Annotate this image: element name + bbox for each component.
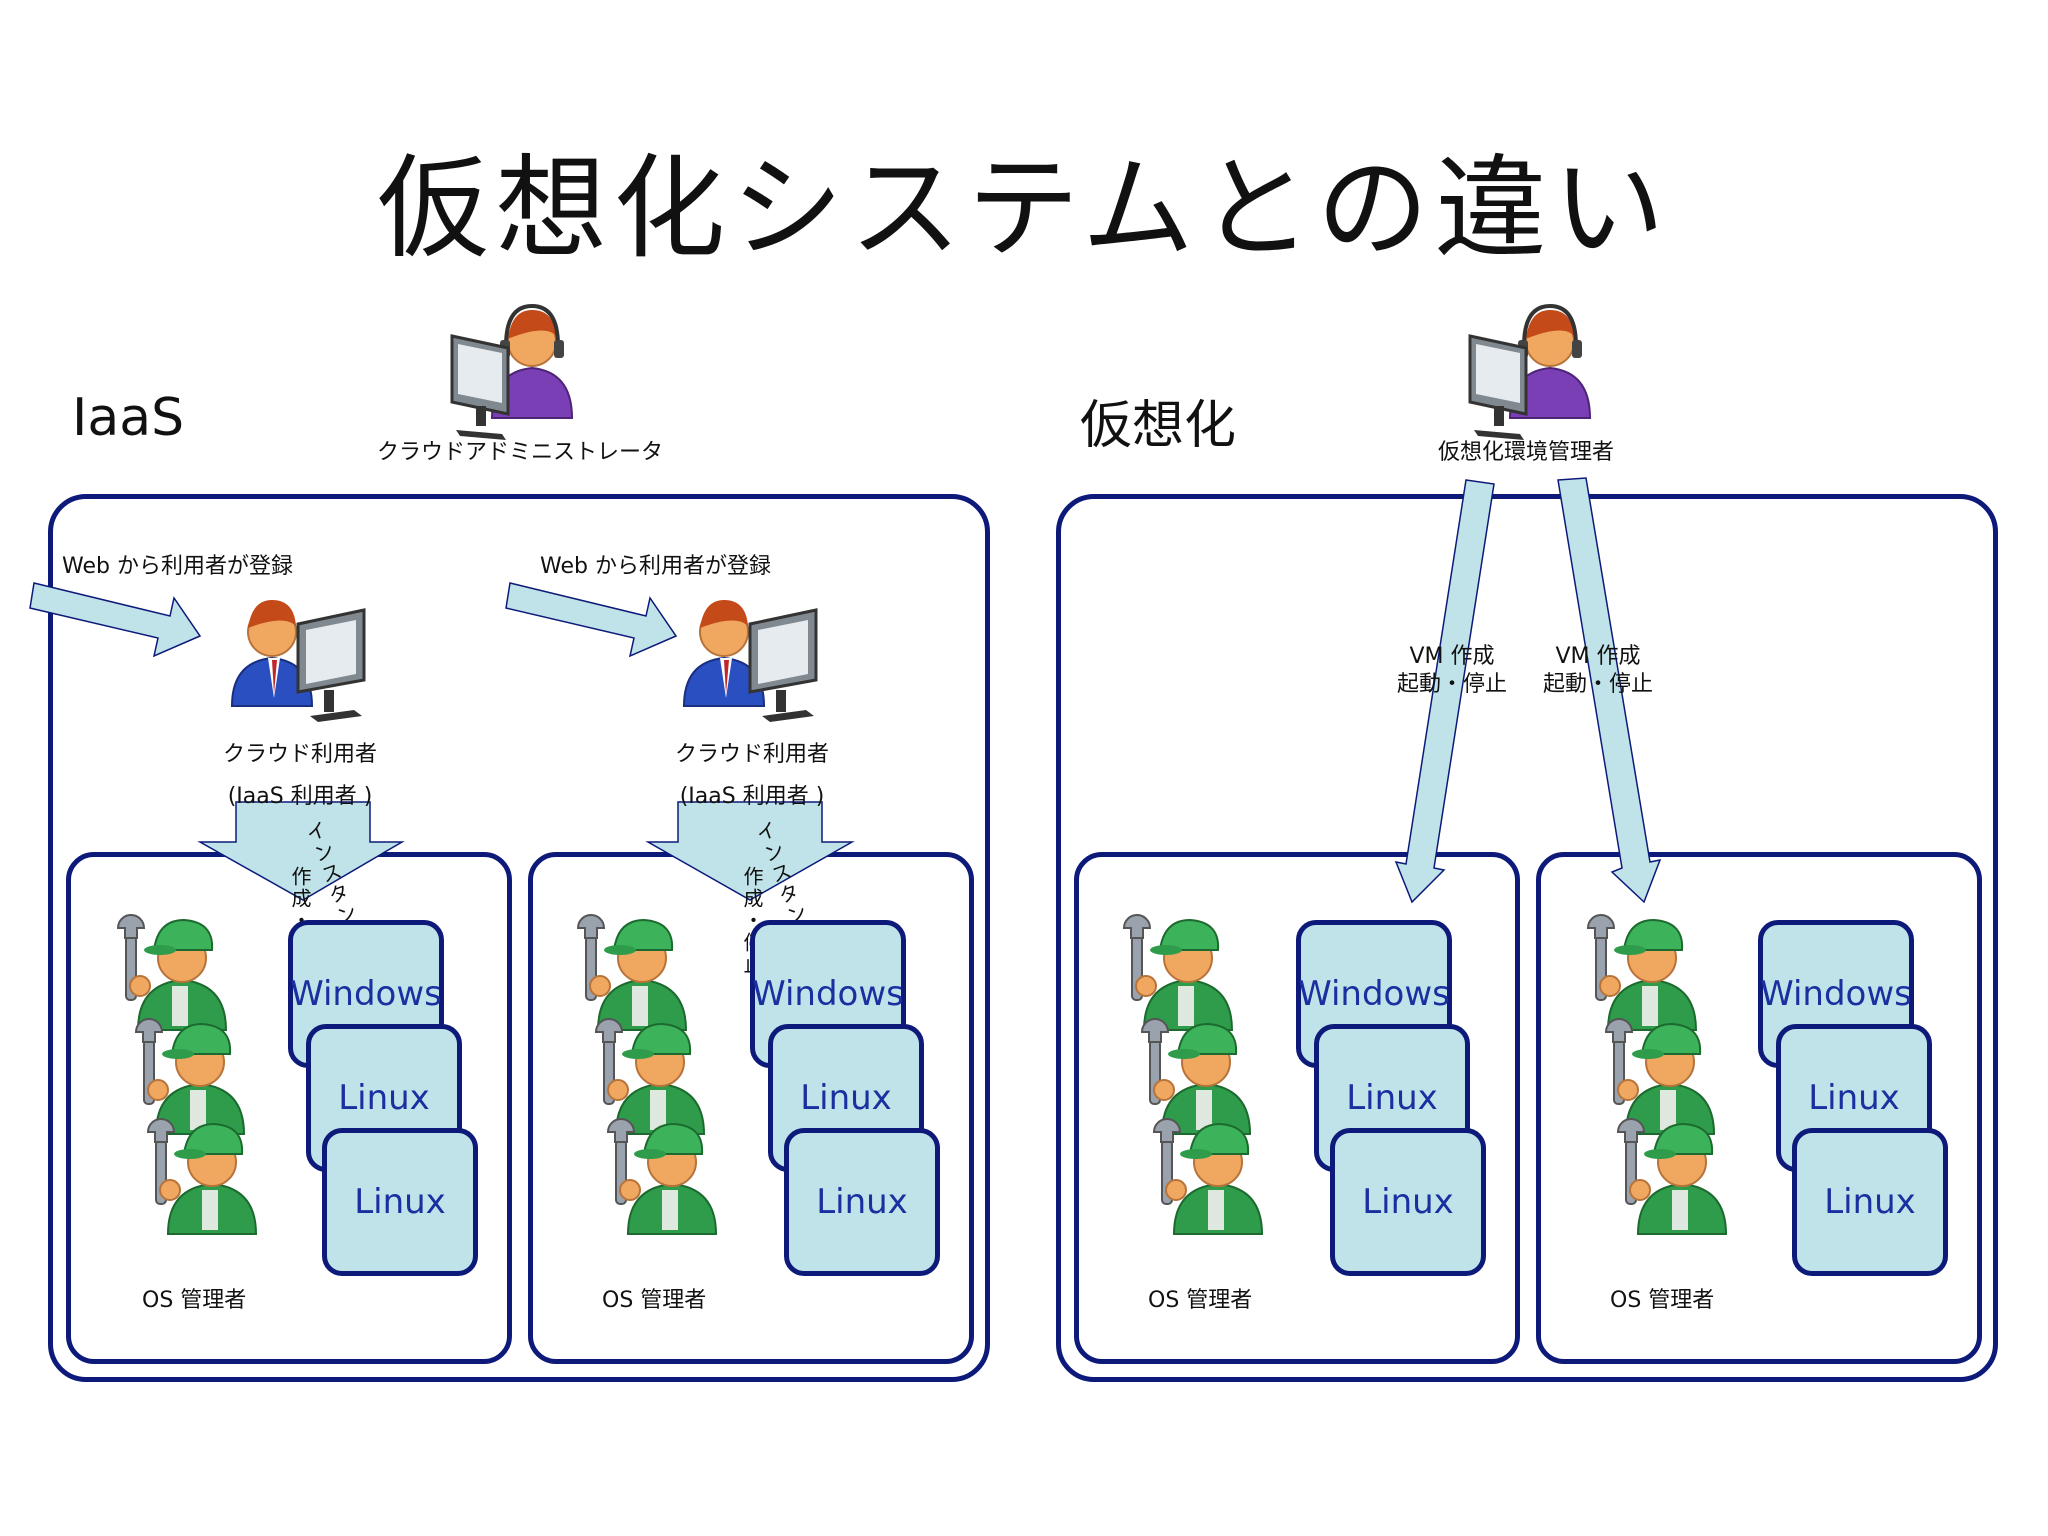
vm-arrow-caption-2a: VM 作成: [1555, 644, 1641, 669]
register-arrow-1: [29, 582, 202, 658]
os-card-linux: Linux: [1330, 1128, 1486, 1276]
os-card-linux: Linux: [784, 1128, 940, 1276]
virt-admin-caption: 仮想化環境管理者: [1437, 440, 1614, 465]
iaas-outer-box: [48, 494, 990, 1382]
vm-arrow-caption-2b: 起動・停止: [1542, 672, 1653, 697]
vm-arrow-2: [1557, 477, 1662, 904]
cloud-user-figure-2: [682, 598, 818, 724]
os-admin-caption-3: OS 管理者: [1148, 1288, 1253, 1313]
register-caption-1: Web から利用者が登録: [62, 554, 293, 579]
vm-arrow-caption-1a: VM 作成: [1409, 644, 1495, 669]
register-arrow-2: [505, 582, 678, 658]
iaas-admin-caption: クラウドアドミニストレータ: [376, 440, 663, 465]
os-admin-stack-1: [117, 914, 257, 1235]
cloud-user-subcaption-1: (IaaS 利用者 ): [227, 784, 373, 809]
virt-outer-box: [1056, 494, 1998, 1382]
vm-arrow-caption-1b: 起動・停止: [1396, 672, 1507, 697]
os-card-linux: Linux: [322, 1128, 478, 1276]
cloud-user-subcaption-2: (IaaS 利用者 ): [679, 784, 825, 809]
cloud-user-figure-1: [230, 598, 366, 724]
iaas-label: IaaS: [72, 388, 185, 448]
virt-inner-box-1: [1074, 852, 1520, 1364]
cloud-user-caption-1: クラウド利用者: [222, 742, 377, 767]
os-admin-caption-4: OS 管理者: [1610, 1288, 1715, 1313]
instance-arrow-1: [197, 801, 405, 901]
os-admin-caption-1: OS 管理者: [142, 1288, 247, 1313]
register-caption-2: Web から利用者が登録: [540, 554, 771, 579]
virt-label: 仮想化: [1080, 396, 1237, 456]
virt-admin-figure: [1468, 304, 1592, 442]
os-admin-stack-4: [1587, 914, 1727, 1235]
os-admin-stack-3: [1123, 914, 1263, 1235]
vm-arrow-1: [1394, 479, 1495, 904]
instance-arrow-2: [645, 801, 855, 901]
iaas-admin-figure: [450, 304, 574, 442]
os-admin-stack-2: [577, 914, 717, 1235]
os-card-linux: Linux: [1792, 1128, 1948, 1276]
virt-inner-box-2: [1536, 852, 1982, 1364]
slide-title: 仮想化システムとの違い: [377, 144, 1671, 274]
os-admin-caption-2: OS 管理者: [602, 1288, 707, 1313]
cloud-user-caption-2: クラウド利用者: [674, 742, 829, 767]
